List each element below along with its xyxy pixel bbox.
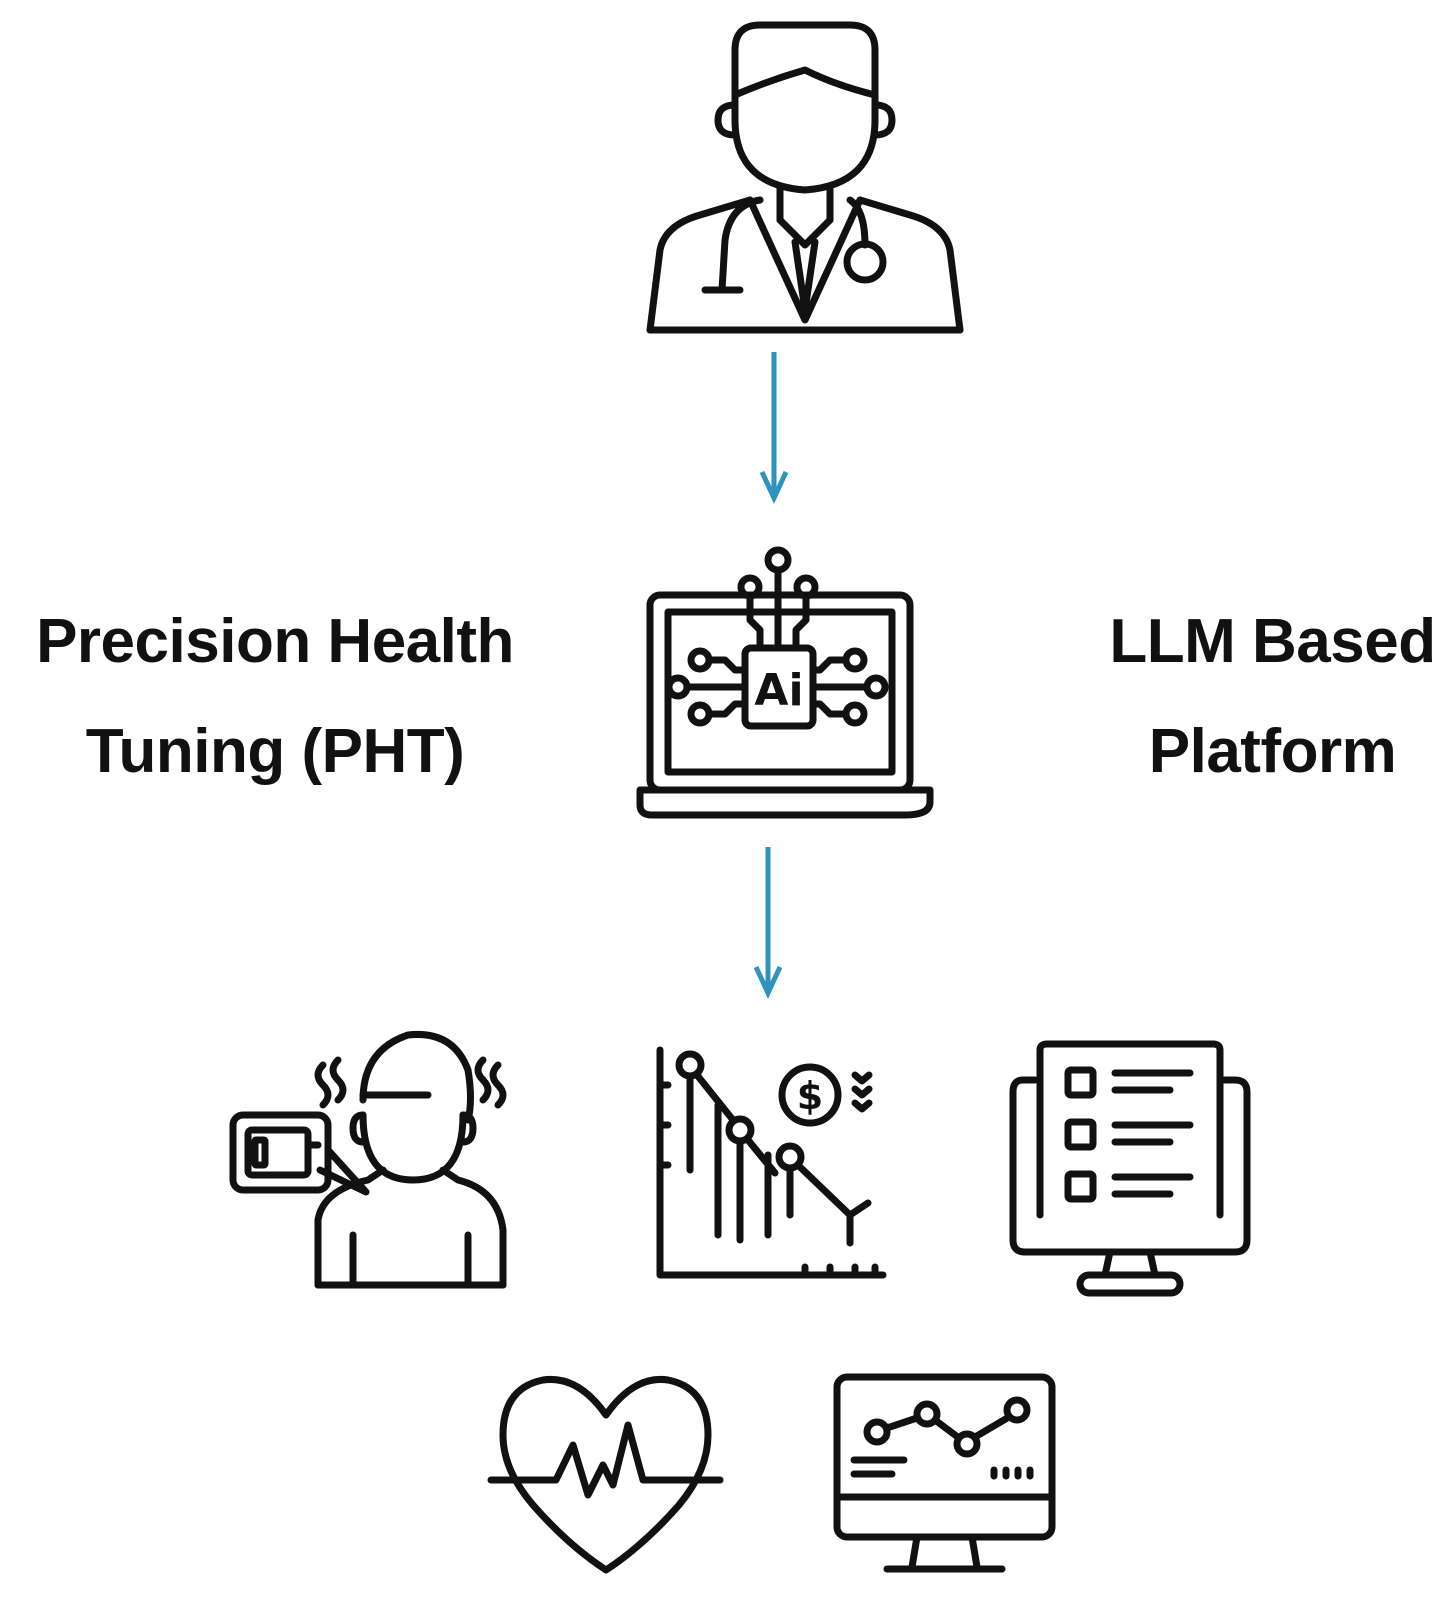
llm-label-line2: Platform	[1148, 717, 1397, 786]
checklist-monitor-icon	[1005, 1040, 1255, 1300]
llm-platform-label: LLM Based Platform	[1100, 587, 1445, 807]
llm-label-line1: LLM Based	[1109, 607, 1436, 676]
doctor-icon	[646, 10, 964, 340]
heart-rate-icon	[487, 1370, 728, 1590]
pht-label: Precision Health Tuning (PHT)	[0, 587, 550, 807]
cost-reduction-chart-icon: $	[650, 1045, 890, 1285]
dollar-sign-text: $	[797, 1074, 823, 1118]
analytics-monitor-icon	[832, 1372, 1062, 1592]
fatigue-person-icon	[228, 1020, 518, 1300]
ai-badge-text: Ai	[754, 665, 803, 716]
ai-laptop-icon: Ai	[636, 540, 940, 830]
flow-arrow-1	[759, 352, 789, 504]
pht-label-line2: Tuning (PHT)	[85, 717, 465, 786]
flow-arrow-2	[753, 847, 783, 999]
pht-label-line1: Precision Health	[36, 607, 514, 676]
